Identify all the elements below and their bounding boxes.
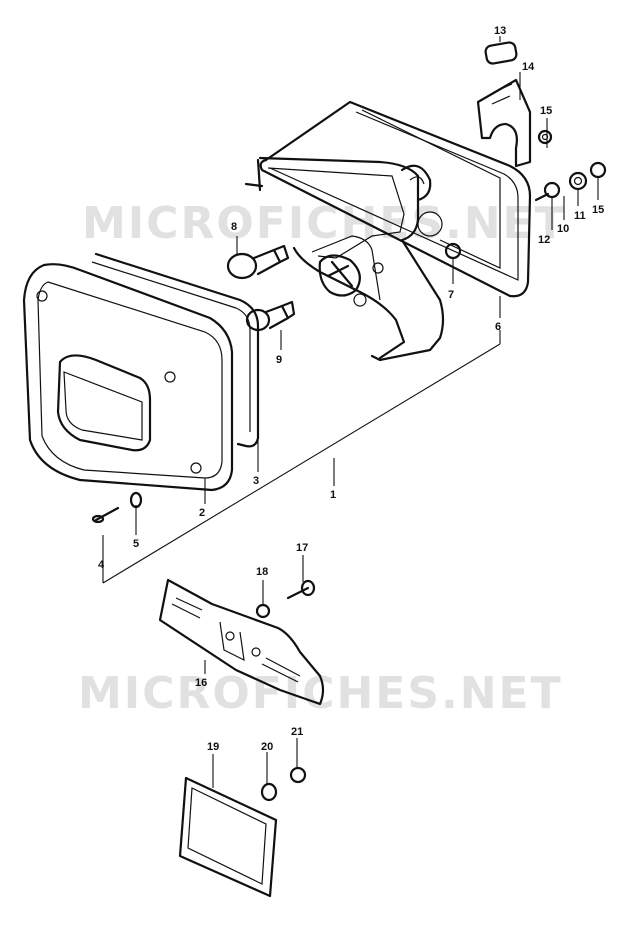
socket-hole xyxy=(417,211,443,237)
lens xyxy=(22,263,234,492)
callout-16: 16 xyxy=(195,677,207,689)
callout-12: 12 xyxy=(538,234,550,246)
callout-7: 7 xyxy=(448,289,454,301)
callout-18: 18 xyxy=(256,566,268,578)
callout-1: 1 xyxy=(330,489,336,501)
callout-17: 17 xyxy=(296,542,308,554)
watermark-top: MICROFICHES.NET xyxy=(82,198,567,249)
callout-10: 10 xyxy=(557,223,569,235)
callout-15-top: 15 xyxy=(540,105,552,117)
nut-18 xyxy=(255,603,271,619)
bulb-small xyxy=(245,300,296,332)
assembly-baseline xyxy=(102,343,501,584)
callout-8: 8 xyxy=(231,221,237,233)
callout-2: 2 xyxy=(199,507,205,519)
callout-6: 6 xyxy=(495,321,501,333)
callout-19: 19 xyxy=(207,741,219,753)
callout-13: 13 xyxy=(494,25,506,37)
nut-15-top xyxy=(537,129,553,145)
screw-4 xyxy=(91,506,120,524)
callout-14: 14 xyxy=(522,61,535,73)
callout-15-right: 15 xyxy=(592,204,604,216)
leader-lines xyxy=(102,36,599,788)
bulb-large xyxy=(226,244,290,280)
washer-20 xyxy=(260,782,278,802)
washer-5 xyxy=(129,491,143,509)
license-bracket-16 xyxy=(158,578,325,706)
callout-21: 21 xyxy=(291,726,303,738)
callout-4: 4 xyxy=(98,559,105,571)
light-housing xyxy=(244,156,445,362)
fastener-stack xyxy=(534,161,607,202)
housing-gasket xyxy=(259,100,532,298)
callout-9: 9 xyxy=(276,354,282,366)
reflector-19 xyxy=(178,776,278,898)
callout-11: 11 xyxy=(574,210,586,222)
screw-17 xyxy=(286,579,316,600)
nut-21 xyxy=(289,766,307,784)
callout-20: 20 xyxy=(261,741,273,753)
bracket-14 xyxy=(476,41,532,168)
callout-3: 3 xyxy=(253,475,259,487)
callout-5: 5 xyxy=(133,538,139,550)
